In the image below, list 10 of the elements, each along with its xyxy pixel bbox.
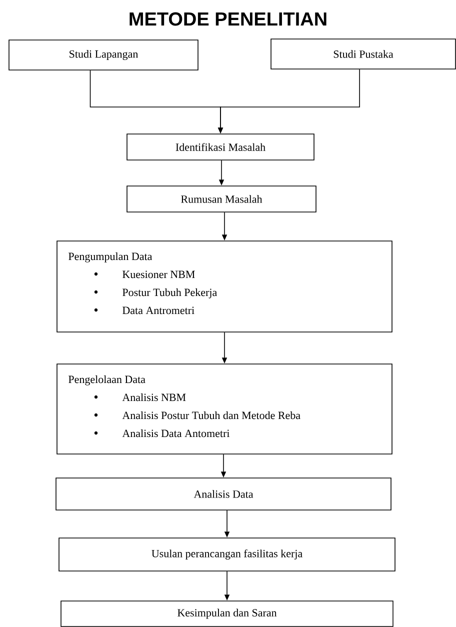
process-box: Studi Lapangan — [8, 40, 198, 70]
list-box: Pengelolaan Data Analisis NBM Analisis Postur Tubuh dan Metode Reba Analisis Data Antometri — [56, 364, 392, 454]
process-box: Rumusan Masalah — [126, 186, 316, 212]
title: METODE PENELITIAN — [130, 12, 326, 26]
process-box: Kesimpulan dan Saran — [60, 600, 394, 627]
process-box: Identifikasi Masalah — [126, 134, 314, 160]
list-box: Pengumpulan Data Kuesioner NBM Postur Tubuh Pekerja Data Antrometri — [56, 240, 392, 332]
process-box: Usulan perancangan fasilitas kerja — [58, 538, 396, 572]
process-box: Analisis Data — [56, 478, 392, 510]
process-box: Studi Pustaka — [270, 38, 456, 70]
